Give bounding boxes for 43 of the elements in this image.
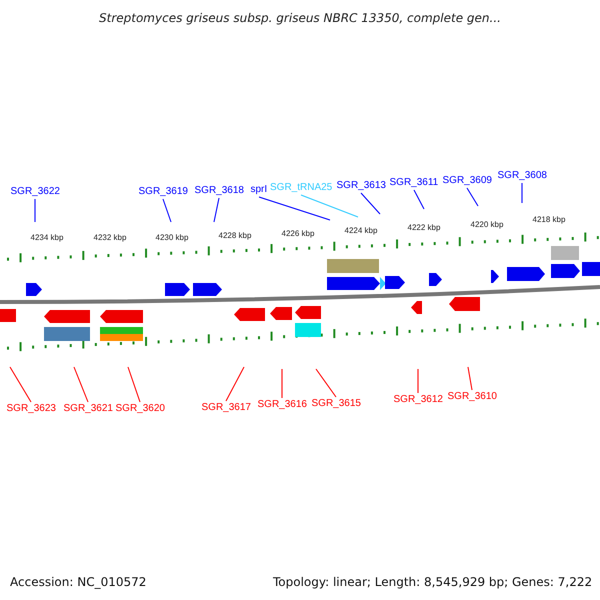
leader-line bbox=[34, 198, 36, 222]
gene-label: SGR_3622 bbox=[10, 187, 60, 197]
scale-label: 4224 kbp bbox=[344, 227, 378, 235]
leader-line bbox=[128, 366, 140, 402]
leader-line bbox=[360, 192, 380, 214]
scale-label: 4220 kbp bbox=[470, 221, 504, 229]
map-title: Streptomyces griseus subsp. griseus NBRC 13350, complete gen... bbox=[99, 12, 501, 24]
leader-line bbox=[466, 188, 478, 206]
gene-label: SGR_3610 bbox=[448, 392, 497, 402]
scale-label: 4230 kbp bbox=[156, 234, 188, 242]
genome-info-text: Topology: linear; Length: 8,545,929 bp; Genes: 7,222 bbox=[273, 576, 592, 588]
gene-label: sprI bbox=[250, 185, 268, 195]
gene-label: SGR_3615 bbox=[312, 399, 361, 409]
gene-label: SGR_3617 bbox=[202, 403, 251, 413]
gene-label: SGR_3620 bbox=[116, 404, 165, 414]
gene-label: SGR_3611 bbox=[390, 178, 438, 188]
leader-line bbox=[226, 366, 244, 402]
leader-line bbox=[468, 366, 472, 390]
gene-label: SGR_3618 bbox=[194, 186, 244, 196]
gene-label: SGR_3621 bbox=[64, 404, 113, 414]
gene-label: SGR_3613 bbox=[336, 181, 386, 191]
leader-line bbox=[74, 366, 88, 402]
leader-line bbox=[162, 198, 172, 222]
scale-label: 4228 kbp bbox=[218, 232, 252, 240]
gene-label: SGR_3609 bbox=[442, 176, 492, 186]
scale-label: 4218 kbp bbox=[532, 216, 566, 224]
gene-label: SGR_3619 bbox=[138, 187, 188, 197]
gene-label: SGR_3623 bbox=[6, 404, 56, 414]
gene-label: SGR_3612 bbox=[394, 395, 443, 405]
gene-label: SGR_tRNA25 bbox=[270, 183, 332, 193]
leader-line bbox=[300, 194, 358, 218]
gene-label: SGR_3616 bbox=[258, 400, 307, 410]
leader-line bbox=[258, 196, 330, 220]
leader-line bbox=[10, 366, 32, 402]
scale-label: 4232 kbp bbox=[94, 234, 126, 242]
scale-label: 4234 kbp bbox=[30, 234, 64, 242]
accession-text: Accession: NC_010572 bbox=[10, 576, 146, 588]
gene-label: SGR_3608 bbox=[498, 171, 547, 181]
leader-line bbox=[414, 190, 424, 210]
scale-label: 4222 kbp bbox=[408, 224, 440, 232]
leader-line bbox=[214, 198, 220, 222]
leader-line bbox=[316, 368, 336, 398]
scale-label: 4226 kbp bbox=[282, 230, 314, 238]
